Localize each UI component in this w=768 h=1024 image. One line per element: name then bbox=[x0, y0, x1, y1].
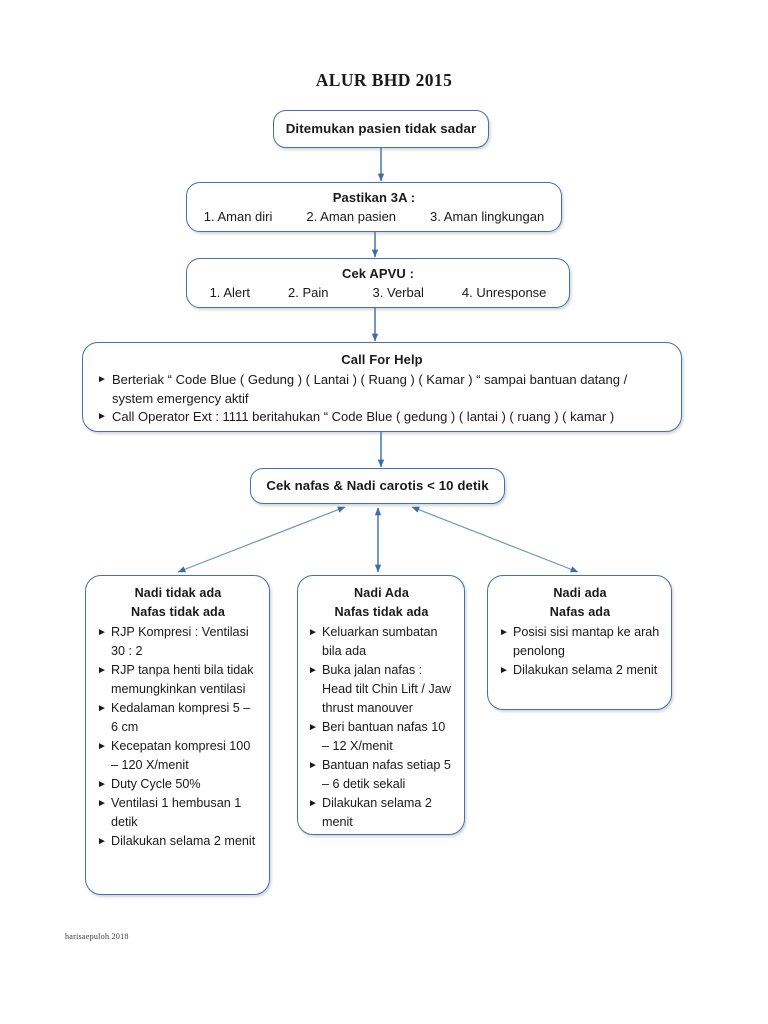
list-item-text: Buka jalan nafas : Head tilt Chin Lift /… bbox=[322, 663, 451, 715]
outcome-header-line2: Nafas ada bbox=[549, 605, 611, 619]
list-item-text: Dilakukan selama 2 menit bbox=[322, 796, 432, 829]
node-cek-apvu[interactable]: Cek APVU : 1. Alert 2. Pain 3. Verbal 4. Un… bbox=[186, 258, 570, 308]
triangle-bullet-icon: ► bbox=[499, 627, 509, 638]
list-item: ► Keluarkan sumbatan bila ada bbox=[308, 623, 455, 661]
triangle-bullet-icon: ► bbox=[97, 798, 107, 809]
triangle-bullet-icon: ► bbox=[97, 703, 107, 714]
list-item: ► RJP Kompresi : Ventilasi 30 : 2 bbox=[97, 623, 259, 661]
outcome-list: ► Keluarkan sumbatan bila ada ► Buka jalan … bbox=[308, 623, 455, 832]
list-item-text: Bantuan nafas setiap 5 – 6 detik sekali bbox=[322, 758, 451, 791]
triangle-bullet-icon: ► bbox=[308, 665, 318, 676]
triangle-bullet-icon: ► bbox=[97, 779, 107, 790]
page-title: ALUR BHD 2015 bbox=[315, 70, 453, 90]
triangle-bullet-icon: ► bbox=[308, 798, 318, 809]
list-item-text: Ventilasi 1 hembusan 1 detik bbox=[111, 796, 242, 829]
list-item: ► Kedalaman kompresi 5 – 6 cm bbox=[97, 699, 259, 737]
list-item-text: Posisi sisi mantap ke arah penolong bbox=[513, 625, 660, 658]
list-item: ► Berteriak “ Code Blue ( Gedung ) ( Lan… bbox=[97, 371, 667, 408]
node-ditemukan-pasien-tidak-sadar[interactable]: Ditemukan pasien tidak sadar bbox=[273, 110, 489, 148]
arrow-ceknafas-to-outcome-3 bbox=[411, 506, 579, 573]
item-aman-lingkungan: 3. Aman lingkungan bbox=[430, 209, 545, 224]
triangle-bullet-icon: ► bbox=[499, 665, 509, 676]
triangle-bullet-icon: ► bbox=[97, 665, 107, 676]
node-label: Ditemukan pasien tidak sadar bbox=[285, 121, 477, 136]
list-item: ► Dilakukan selama 2 menit bbox=[97, 832, 259, 851]
list-item-text: Call Operator Ext : 1111 beritahukan “ C… bbox=[112, 409, 615, 424]
arrow-ceknafas-to-outcome-1 bbox=[177, 506, 346, 573]
footer-credit: harisaepuloh 2018 bbox=[65, 932, 129, 941]
node-header: Call For Help bbox=[341, 352, 423, 367]
list-item-text: Kedalaman kompresi 5 – 6 cm bbox=[111, 701, 251, 734]
outcome-header-line2: Nafas tidak ada bbox=[334, 605, 429, 619]
node-call-for-help[interactable]: Call For Help ► Berteriak “ Code Blue ( … bbox=[82, 342, 682, 432]
triangle-bullet-icon: ► bbox=[308, 722, 318, 733]
list-item-text: Berteriak “ Code Blue ( Gedung ) ( Lanta… bbox=[112, 372, 628, 406]
list-item-text: Kecepatan kompresi 100 – 120 X/menit bbox=[111, 739, 251, 772]
list-item-text: Beri bantuan nafas 10 – 12 X/menit bbox=[322, 720, 446, 753]
outcome-header-line1: Nadi ada bbox=[553, 586, 607, 600]
node-header: Pastikan 3A : bbox=[332, 190, 416, 205]
list-item-text: Keluarkan sumbatan bila ada bbox=[322, 625, 438, 658]
node-outcome-nadi-ada-nafas-tidak-ada[interactable]: Nadi Ada Nafas tidak ada ► Keluarkan sumb… bbox=[297, 575, 465, 835]
item-aman-pasien: 2. Aman pasien bbox=[306, 209, 397, 224]
node-items: 1. Aman diri 2. Aman pasien 3. Aman lingku… bbox=[187, 207, 561, 226]
triangle-bullet-icon: ► bbox=[97, 836, 107, 847]
outcome-list: ► Posisi sisi mantap ke arah penolong ► Dil… bbox=[499, 623, 661, 680]
list-item: ► Ventilasi 1 hembusan 1 detik bbox=[97, 794, 259, 832]
list-item: ► Buka jalan nafas : Head tilt Chin Lift … bbox=[308, 661, 455, 718]
triangle-bullet-icon: ► bbox=[308, 760, 318, 771]
outcome-list: ► RJP Kompresi : Ventilasi 30 : 2 ► RJP tan… bbox=[97, 623, 259, 851]
item-aman-diri: 1. Aman diri bbox=[203, 209, 273, 224]
item-pain: 2. Pain bbox=[288, 285, 329, 300]
item-verbal: 3. Verbal bbox=[372, 285, 424, 300]
triangle-bullet-icon: ► bbox=[97, 411, 107, 422]
triangle-bullet-icon: ► bbox=[308, 627, 318, 638]
list-item: ► Bantuan nafas setiap 5 – 6 detik sekali bbox=[308, 756, 455, 794]
triangle-bullet-icon: ► bbox=[97, 741, 107, 752]
outcome-header-line1: Nadi Ada bbox=[354, 586, 409, 600]
list-item: ► Call Operator Ext : 1111 beritahukan “… bbox=[97, 408, 667, 427]
item-unresponse: 4. Unresponse bbox=[461, 285, 547, 300]
node-items: 1. Alert 2. Pain 3. Verbal 4. Unresponse bbox=[187, 283, 569, 302]
call-for-help-list: ► Berteriak “ Code Blue ( Gedung ) ( Lan… bbox=[97, 371, 667, 427]
list-item-text: RJP tanpa henti bila tidak memungkinkan … bbox=[111, 663, 254, 696]
node-header: Cek APVU : bbox=[341, 266, 415, 281]
outcome-header-line2: Nafas tidak ada bbox=[131, 605, 225, 619]
list-item: ► RJP tanpa henti bila tidak memungkinkan… bbox=[97, 661, 259, 699]
list-item-text: Duty Cycle 50% bbox=[111, 777, 201, 791]
node-label: Cek nafas & Nadi carotis < 10 detik bbox=[266, 478, 489, 493]
outcome-header-line1: Nadi tidak ada bbox=[134, 586, 222, 600]
list-item: ► Dilakukan selama 2 menit bbox=[499, 661, 661, 680]
triangle-bullet-icon: ► bbox=[97, 627, 107, 638]
list-item-text: RJP Kompresi : Ventilasi 30 : 2 bbox=[111, 625, 249, 658]
list-item: ► Dilakukan selama 2 menit bbox=[308, 794, 455, 832]
list-item: ► Posisi sisi mantap ke arah penolong bbox=[499, 623, 661, 661]
node-cek-nafas-nadi-carotis[interactable]: Cek nafas & Nadi carotis < 10 detik bbox=[250, 468, 505, 504]
node-pastikan-3a[interactable]: Pastikan 3A : 1. Aman diri 2. Aman pasien… bbox=[186, 182, 562, 232]
list-item-text: Dilakukan selama 2 menit bbox=[513, 663, 658, 677]
triangle-bullet-icon: ► bbox=[97, 374, 107, 385]
node-outcome-nadi-tidak-ada-nafas-tidak-ada[interactable]: Nadi tidak ada Nafas tidak ada ► RJP Komp… bbox=[85, 575, 270, 895]
list-item: ► Beri bantuan nafas 10 – 12 X/menit bbox=[308, 718, 455, 756]
list-item: ► Duty Cycle 50% bbox=[97, 775, 259, 794]
node-outcome-nadi-ada-nafas-ada[interactable]: Nadi ada Nafas ada ► Posisi sisi mantap k… bbox=[487, 575, 672, 710]
item-alert: 1. Alert bbox=[209, 285, 251, 300]
list-item: ► Kecepatan kompresi 100 – 120 X/menit bbox=[97, 737, 259, 775]
list-item-text: Dilakukan selama 2 menit bbox=[111, 834, 256, 848]
